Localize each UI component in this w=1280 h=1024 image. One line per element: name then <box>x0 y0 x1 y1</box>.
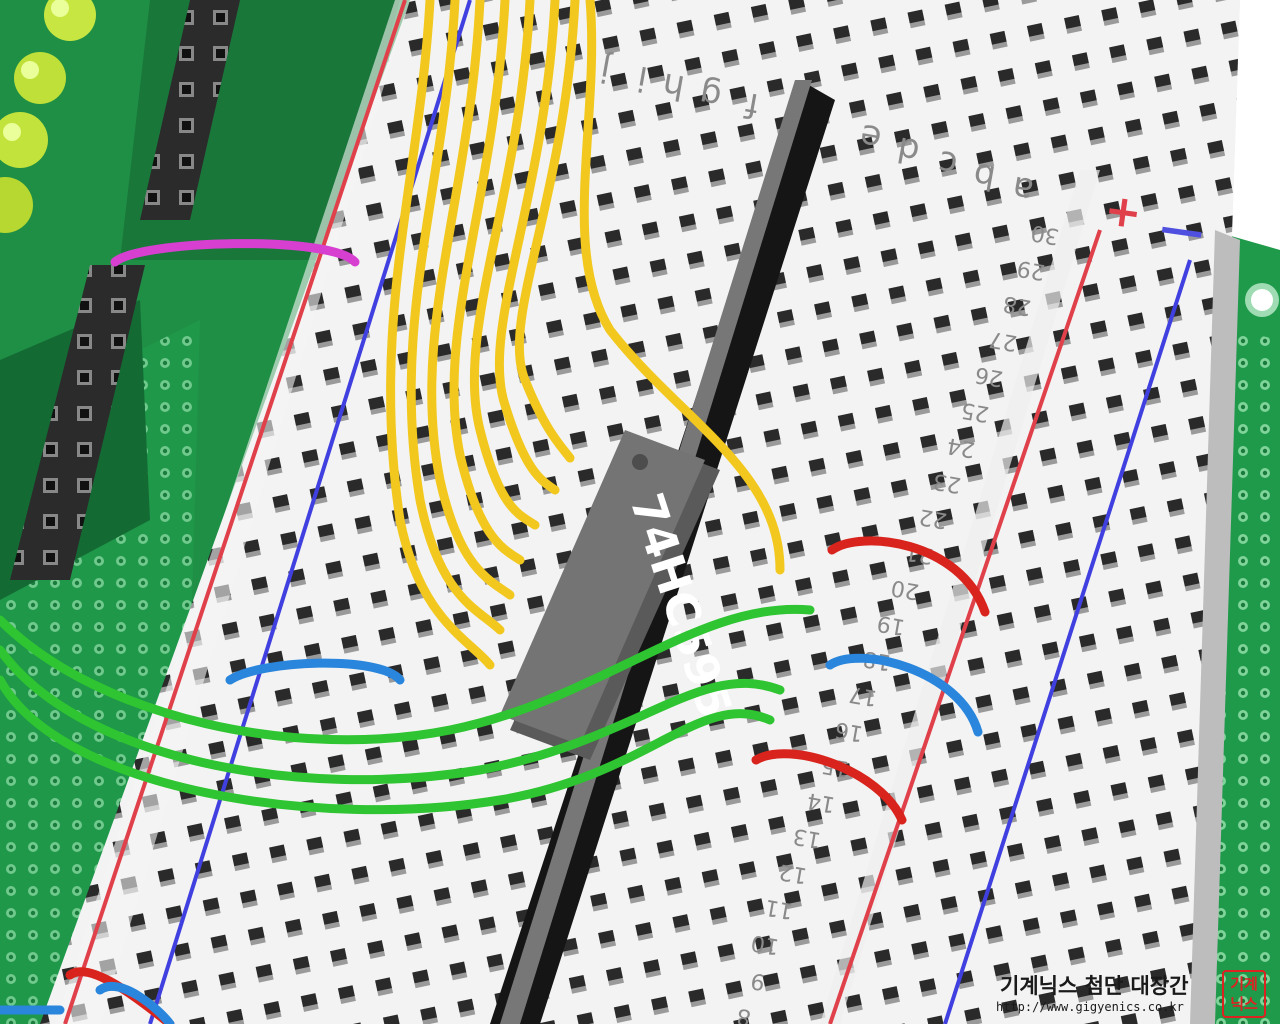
row-number-22: 22 <box>917 503 949 532</box>
power-rail-lines <box>63 0 1192 1024</box>
row-number-16: 16 <box>833 716 865 745</box>
row-number-19: 19 <box>875 610 907 639</box>
row-number-9: 9 <box>749 967 767 994</box>
row-number-11: 11 <box>763 894 795 923</box>
header-socket-top <box>140 0 240 220</box>
row-number-12: 12 <box>777 858 809 887</box>
row-number-28: 28 <box>1001 290 1033 319</box>
watermark-url: http://www.gigyenics.co.kr <box>996 1000 1184 1014</box>
row-number-23: 23 <box>931 468 963 497</box>
rail-plus-label: + <box>1101 184 1145 240</box>
blue-wires <box>0 653 983 1024</box>
magenta-wire <box>110 239 360 267</box>
row-number-29: 29 <box>1015 255 1047 284</box>
yellow-wires <box>386 0 785 670</box>
row-number-30: 30 <box>1029 219 1061 248</box>
row-number-10: 10 <box>749 929 781 958</box>
row-number-14: 14 <box>805 787 837 816</box>
rail-minus-label: — <box>1157 201 1208 258</box>
header-socket-left <box>10 265 145 580</box>
row-number-20: 20 <box>889 574 921 603</box>
row-number-27: 27 <box>987 326 1019 355</box>
green-wires <box>0 604 815 815</box>
watermark-stamp-text: 기계 닉스 <box>1230 975 1258 1013</box>
watermark: 기계닉스 첨단 대장간 http://www.gigyenics.co.kr 기… <box>996 964 1266 1020</box>
watermark-stamp: 기계 닉스 <box>1222 970 1266 1018</box>
row-number-13: 13 <box>791 823 823 852</box>
row-number-17: 17 <box>847 681 879 710</box>
led-row <box>0 0 96 233</box>
row-number-24: 24 <box>945 432 977 461</box>
watermark-title: 기계닉스 첨단 대장간 <box>1000 974 1189 998</box>
row-number-26: 26 <box>973 361 1005 390</box>
row-numbers: 8910111213141516171819202122232425262728… <box>735 219 1061 1024</box>
row-number-8: 8 <box>735 1003 753 1024</box>
row-number-25: 25 <box>959 397 991 426</box>
